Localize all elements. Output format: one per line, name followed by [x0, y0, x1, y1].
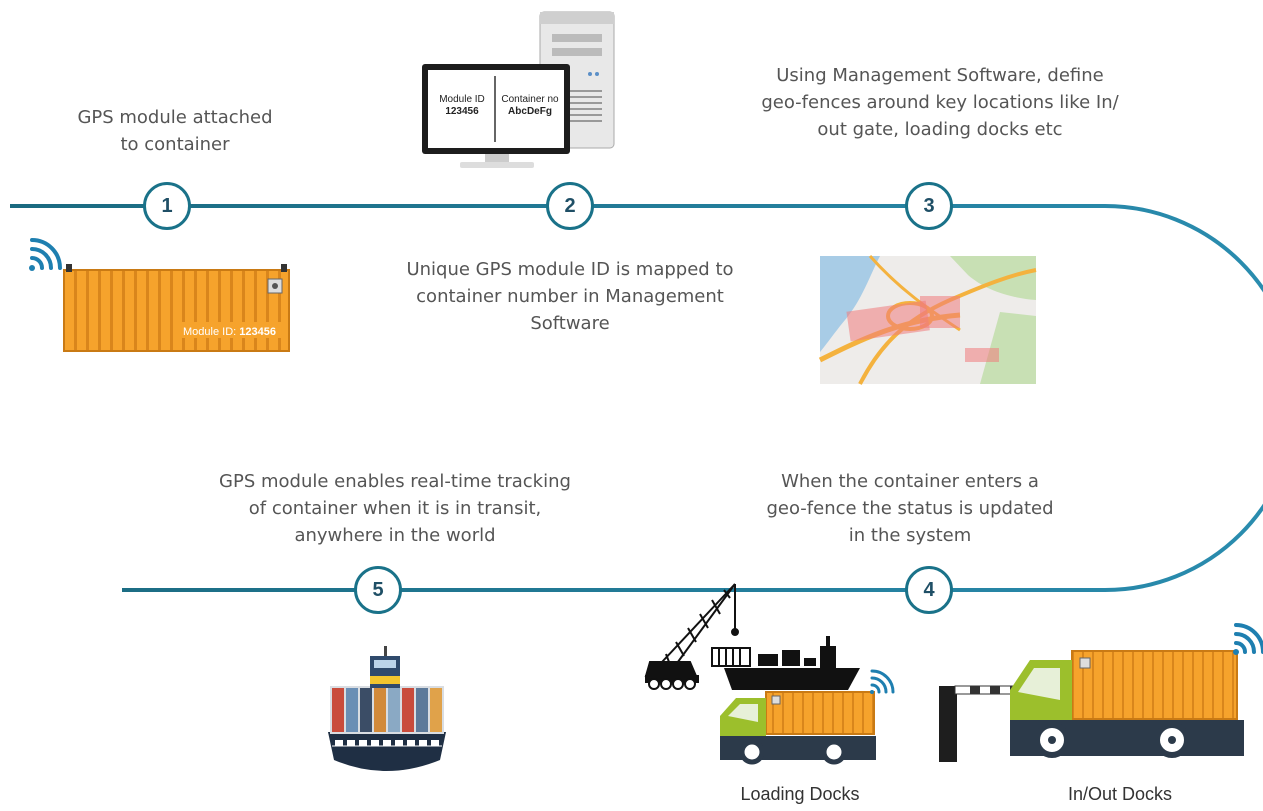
loading-docks-label: Loading Docks	[740, 784, 860, 804]
monitor-icon: Module ID 123456 Container no AbcDeFg	[422, 64, 570, 168]
step-1-marker: 1	[143, 182, 191, 230]
inout-truck	[1010, 650, 1244, 758]
timeline	[10, 204, 1263, 592]
crane-icon	[644, 583, 739, 690]
step-3-caption: Using Management Software, define geo-fe…	[761, 65, 1119, 140]
step-4-caption: When the container enters a geo-fence th…	[766, 471, 1054, 546]
shipping-container: Module ID: 123456	[63, 264, 290, 352]
monitor-right-value: AbcDeFg	[508, 106, 552, 117]
geofence-map	[818, 255, 1037, 385]
inout-docks-label: In/Out Docks	[1067, 784, 1173, 804]
step-1-caption: GPS module attached to container	[77, 107, 273, 155]
loading-truck	[720, 691, 876, 765]
container-ship-icon	[328, 646, 446, 771]
monitor-right-label: Container no	[501, 94, 559, 105]
container-id-label: Module ID: 123456	[183, 326, 276, 338]
step-2-caption: Unique GPS module ID is mapped to contai…	[406, 259, 734, 334]
step-3-marker: 3	[905, 182, 953, 230]
step-2-marker: 2	[546, 182, 594, 230]
wifi-icon	[29, 238, 62, 271]
monitor-left-label: Module ID	[439, 94, 485, 105]
cargo-ship-icon	[711, 636, 860, 690]
step-5-caption: GPS module enables real-time tracking of…	[219, 471, 571, 546]
step-5-marker: 5	[354, 566, 402, 614]
wifi-icon	[1233, 623, 1263, 655]
wifi-icon	[870, 669, 895, 694]
step-4-marker: 4	[905, 566, 953, 614]
monitor-left-value: 123456	[445, 106, 479, 117]
